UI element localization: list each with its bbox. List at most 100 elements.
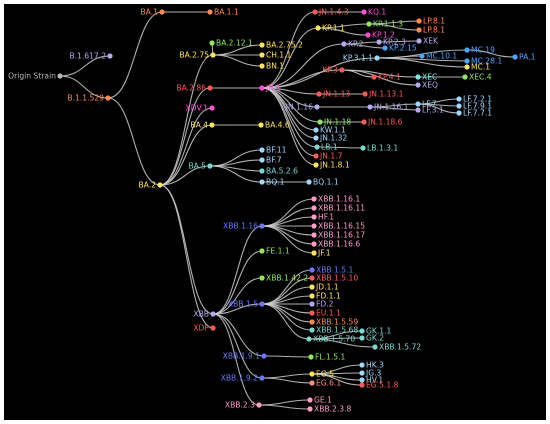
- edge-jn-1-to-kp-3: [261, 69, 343, 89]
- edge-ba-2-to-xdp: [159, 184, 214, 329]
- label-ba-4-6: BA.4.6: [265, 121, 290, 130]
- node-ba-2-75: [210, 52, 216, 58]
- label-xbb-1-5: XBB.1.5: [228, 300, 258, 309]
- edge-ba-2-to-xdv-1: [159, 107, 213, 186]
- node-kq-1: [361, 9, 367, 15]
- node-jn-1-18-6: [361, 119, 367, 125]
- node-b-1-617-2: [107, 53, 113, 59]
- label-pa-1: PA.1: [519, 53, 536, 62]
- label-lf-7: LF.7: [422, 100, 437, 109]
- edge-xbb-to-xbb-1-9-2: [212, 313, 263, 379]
- node-xec-4: [462, 74, 468, 80]
- node-xbb-1-9-2: [259, 375, 265, 381]
- edge-eg-5-to-eg-5-1-8: [311, 373, 363, 386]
- node-xbb-1-16-11: [311, 205, 317, 211]
- label-kw-1-1: KW.1.1: [320, 126, 346, 135]
- node-xbb-1-16-6: [311, 241, 317, 247]
- node-hk-3: [359, 362, 365, 368]
- label-mc-1: MC.1: [471, 63, 490, 72]
- node-kp-2: [341, 41, 347, 47]
- label-origin-strain: Origin Strain: [8, 72, 56, 81]
- label-bf-7: BF.7: [266, 156, 282, 165]
- label-xeq: XEQ: [422, 81, 438, 90]
- node-jn-1-16: [314, 104, 320, 110]
- edge-xbb-1-16-to-jf-1: [261, 225, 315, 254]
- node-b-1-1-529: [105, 95, 111, 101]
- node-kw-1-1: [313, 127, 319, 133]
- label-xbb-1-42-2: XBB.1.42.2: [266, 274, 308, 283]
- label-ba-1: BA.1: [140, 8, 158, 17]
- edge-jn-1-to-jn-1-4-3: [261, 11, 316, 89]
- node-xbb-1-16-17: [311, 232, 317, 238]
- label-gk-2: GK.2: [366, 334, 384, 343]
- node-jn-1-18: [317, 119, 323, 125]
- label-eg-5: EG.5: [316, 370, 334, 379]
- label-xbb-2-3: XBB.2.3: [225, 401, 255, 410]
- node-jf-1: [311, 250, 317, 256]
- edge-xbb-to-xbb-1-42-2: [212, 277, 263, 315]
- label-kp-3: KP.3: [322, 66, 338, 75]
- edge-ba-2-75-to-bn-1: [212, 54, 263, 67]
- label-mc-28-1: MC.28.1: [471, 57, 502, 66]
- node-xbb-1-9-1: [261, 353, 267, 359]
- label-xbb-1-5-59: XBB.1.5.59: [316, 318, 358, 327]
- node-fd-2: [309, 301, 315, 307]
- edge-xbb-to-xbb-1-5: [212, 303, 263, 315]
- label-kp-1-2: KP.1.2: [372, 31, 395, 40]
- label-jn-1-16-1: JN.1.16.1: [373, 103, 409, 112]
- node-kp-4-1: [371, 74, 377, 80]
- edge-jn-1-to-kp-2: [261, 43, 345, 89]
- label-ba-4: BA.4: [190, 121, 208, 130]
- edge-lb-1-to-lb-1-3-1: [316, 146, 364, 149]
- node-xec: [415, 74, 421, 80]
- node-lf-7-2-1: [456, 96, 462, 102]
- label-lf-7-2-1: LF.7.2.1: [463, 95, 492, 104]
- label-xbb-2-3-8: XBB.2.3.8: [314, 405, 352, 414]
- label-xbb-1-5-70: XBB.1.5.70: [313, 335, 355, 344]
- node-bf-7: [259, 157, 265, 163]
- edge-xbb-to-xbb-2-3: [212, 313, 260, 406]
- label-xbb-1-5-72: XBB.1.5.72: [379, 343, 421, 352]
- node-xbb-1-5-70: [306, 336, 312, 342]
- node-lp-8-1: [416, 18, 422, 24]
- label-lb-1: LB.1: [321, 143, 338, 152]
- node-origin-strain: [57, 73, 63, 79]
- label-bq-1-1: BQ.1.1: [313, 178, 339, 187]
- edge-xbb-to-xbb-1-16: [212, 225, 263, 315]
- node-xbb-1-16-1: [311, 196, 317, 202]
- node-eu-1-1: [309, 310, 315, 316]
- node-xbb-1-5-68: [309, 327, 315, 333]
- node-lb-1: [314, 144, 320, 150]
- node-hf-1: [311, 214, 317, 220]
- node-jn-1: [259, 85, 265, 91]
- edge-kp-1-1-to-kp-1-2: [317, 27, 369, 36]
- node-mc-10-1: [419, 53, 425, 59]
- node-xdp: [210, 325, 216, 331]
- label-gk-1-1: GK.1.1: [366, 327, 392, 336]
- edge-jn-1-to-jn-1-8-1: [261, 87, 317, 166]
- node-lf-7-9-1: [456, 103, 462, 109]
- label-ba-2-75-2: BA.2.75.2: [266, 41, 303, 50]
- edge-kp-1-1-3-to-lp-8-1: [368, 23, 420, 31]
- node-kp-1-1: [315, 25, 321, 31]
- node-lf-3-1: [415, 107, 421, 113]
- label-xek: XEK: [423, 37, 439, 46]
- label-xdp: XDP: [193, 324, 209, 333]
- node-jn-1-13: [316, 91, 322, 97]
- label-kp-1-1: KP.1.1: [322, 24, 345, 33]
- edge-xbb-to-fe-1-1: [212, 250, 263, 315]
- node-jn-1-13-1: [362, 91, 368, 97]
- node-jn-1-32: [313, 135, 319, 141]
- node-fd-1-1: [309, 293, 315, 299]
- edge-jn-1-to-kp-1-1: [261, 27, 319, 89]
- node-xbb-1-42-2: [259, 275, 265, 281]
- label-bf-11: BF.11: [266, 146, 287, 155]
- label-eg-5-1-8: EG.5.1.8: [366, 381, 399, 390]
- edge-lf-7-to-lf-7-7-1: [417, 103, 460, 114]
- label-jf-1: JF.1: [317, 249, 331, 258]
- node-gk-2: [359, 335, 365, 341]
- node-lb-1-3-1: [360, 145, 366, 151]
- node-fe-1-1: [259, 248, 265, 254]
- node-gk-1-1: [359, 328, 365, 334]
